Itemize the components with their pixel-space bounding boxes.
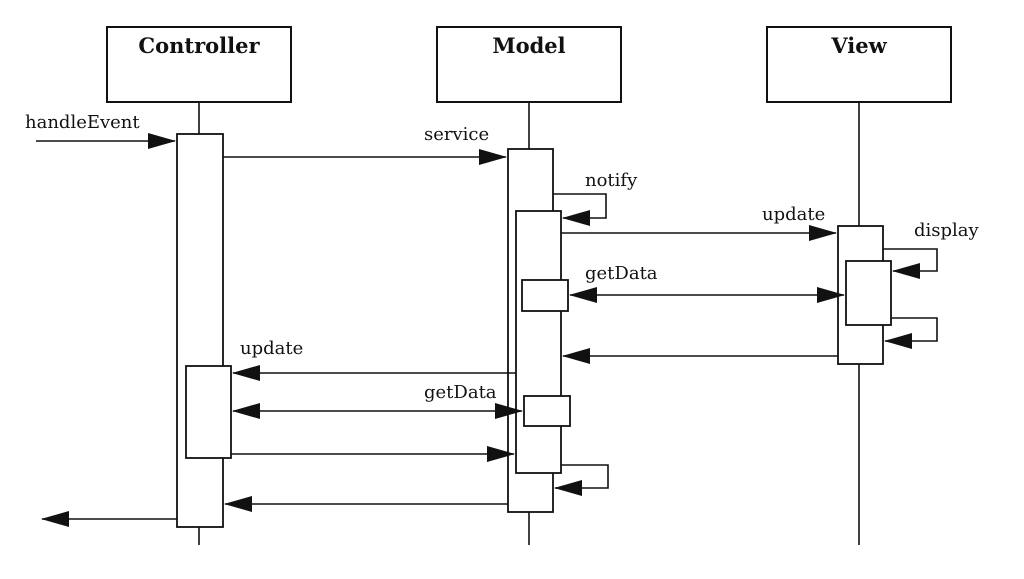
view-title: View: [830, 33, 887, 58]
service-label: service: [424, 124, 489, 145]
view-lifeline-header: View: [766, 26, 952, 103]
controller-title: Controller: [138, 33, 260, 58]
view-display-activation: [845, 260, 892, 326]
notify-arrow: [553, 193, 607, 226]
update-view-label: update: [762, 204, 825, 225]
controller-nested-activation: [185, 365, 232, 459]
display-label: display: [914, 220, 980, 241]
model-title: Model: [492, 33, 565, 58]
display-return-arrow: [884, 317, 938, 349]
model-getdata-activation-view: [521, 279, 569, 312]
notify-return-arrow: [554, 464, 609, 496]
controller-activation: [176, 133, 224, 528]
handle-event-label: handleEvent: [25, 112, 140, 133]
get-data-view-label: getData: [585, 263, 658, 284]
model-notify-activation: [515, 210, 562, 474]
notify-label: notify: [585, 170, 638, 191]
controller-lifeline-header: Controller: [106, 26, 292, 103]
model-getdata-activation-controller: [523, 395, 571, 427]
update-controller-label: update: [240, 338, 303, 359]
display-arrow: [883, 248, 938, 279]
model-lifeline-header: Model: [436, 26, 622, 103]
get-data-controller-label: getData: [424, 382, 497, 403]
